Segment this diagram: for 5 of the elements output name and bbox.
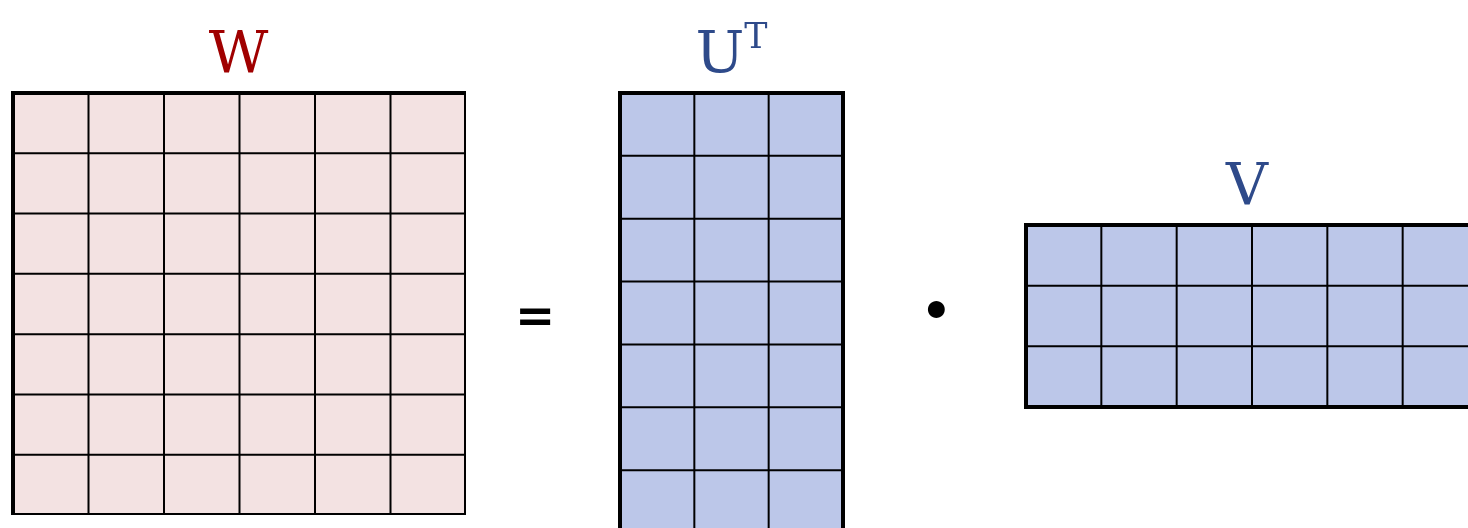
matrix-label: U$^{T}$ <box>694 17 769 87</box>
matrix-label: W <box>207 17 270 87</box>
operator-symbol: = <box>515 290 556 340</box>
matrix-label: V <box>1224 149 1270 219</box>
operator-symbol: • <box>921 285 952 335</box>
